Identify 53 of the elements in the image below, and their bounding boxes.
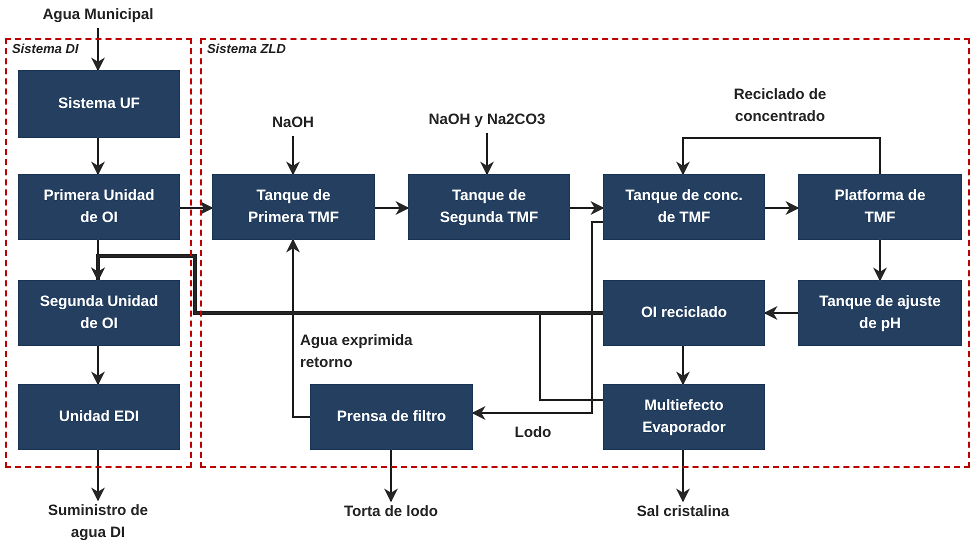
process-box	[18, 174, 180, 240]
flow-label: Sal cristalina	[636, 502, 730, 522]
connector-arrow	[472, 221, 603, 420]
process-box	[18, 70, 180, 138]
connector-arrow	[91, 255, 603, 401]
process-box	[18, 280, 180, 346]
connector-arrow	[676, 346, 690, 386]
process-label: Prensa de filtro	[336, 407, 446, 427]
connector-arrow	[286, 136, 300, 176]
process-box	[18, 384, 180, 450]
process-box	[603, 174, 765, 240]
flow-label: Agua Municipal	[42, 5, 154, 25]
connector-arrow	[375, 201, 410, 215]
process-box	[310, 384, 473, 450]
process-label: Sistema UF	[58, 94, 140, 114]
connector-arrow	[764, 306, 798, 320]
connector-arrow	[286, 238, 310, 418]
connector-arrow	[180, 201, 214, 215]
connector-arrow	[873, 240, 887, 282]
group-title: Sistema ZLD	[207, 41, 286, 56]
process-label: Segunda Unidad de OI	[38, 292, 160, 334]
flow-label: Suministro de agua DI	[46, 501, 149, 543]
connector-arrow	[384, 450, 398, 502]
process-box	[798, 280, 962, 346]
connector-arrow	[480, 133, 494, 176]
connector-arrow	[676, 137, 881, 176]
process-label: Tanque de ajuste de pH	[818, 292, 942, 334]
flow-label: NaOH	[272, 113, 314, 133]
process-label: Platforma de TMF	[834, 186, 926, 228]
connector-arrow	[91, 450, 105, 502]
process-label: Primera Unidad de OI	[42, 186, 156, 228]
flow-label: NaOH y Na2CO3	[428, 110, 546, 130]
process-box	[603, 280, 765, 346]
connector-arrow	[91, 28, 105, 72]
process-label: Tanque de conc. de TMF	[624, 186, 744, 228]
process-label: OI reciclado	[641, 303, 727, 323]
dashed-group-border	[5, 38, 192, 468]
process-label: Unidad EDI	[58, 407, 139, 427]
connector-arrow	[570, 201, 604, 215]
connector-arrow	[91, 346, 105, 386]
group-title: Sistema DI	[12, 41, 78, 56]
process-label: Multiefecto Evaporador	[641, 396, 727, 438]
process-label: Tanque de Primera TMF	[247, 186, 340, 228]
process-box	[798, 174, 962, 240]
process-box	[603, 384, 765, 450]
connector-arrow	[676, 450, 690, 502]
process-box	[408, 174, 570, 240]
process-label: Tanque de Segunda TMF	[438, 186, 540, 228]
dashed-group-border	[200, 38, 970, 468]
connector-arrow	[765, 201, 800, 215]
flow-label: Torta de lodo	[344, 502, 438, 522]
process-box	[212, 174, 375, 240]
connector-arrow	[91, 138, 105, 176]
